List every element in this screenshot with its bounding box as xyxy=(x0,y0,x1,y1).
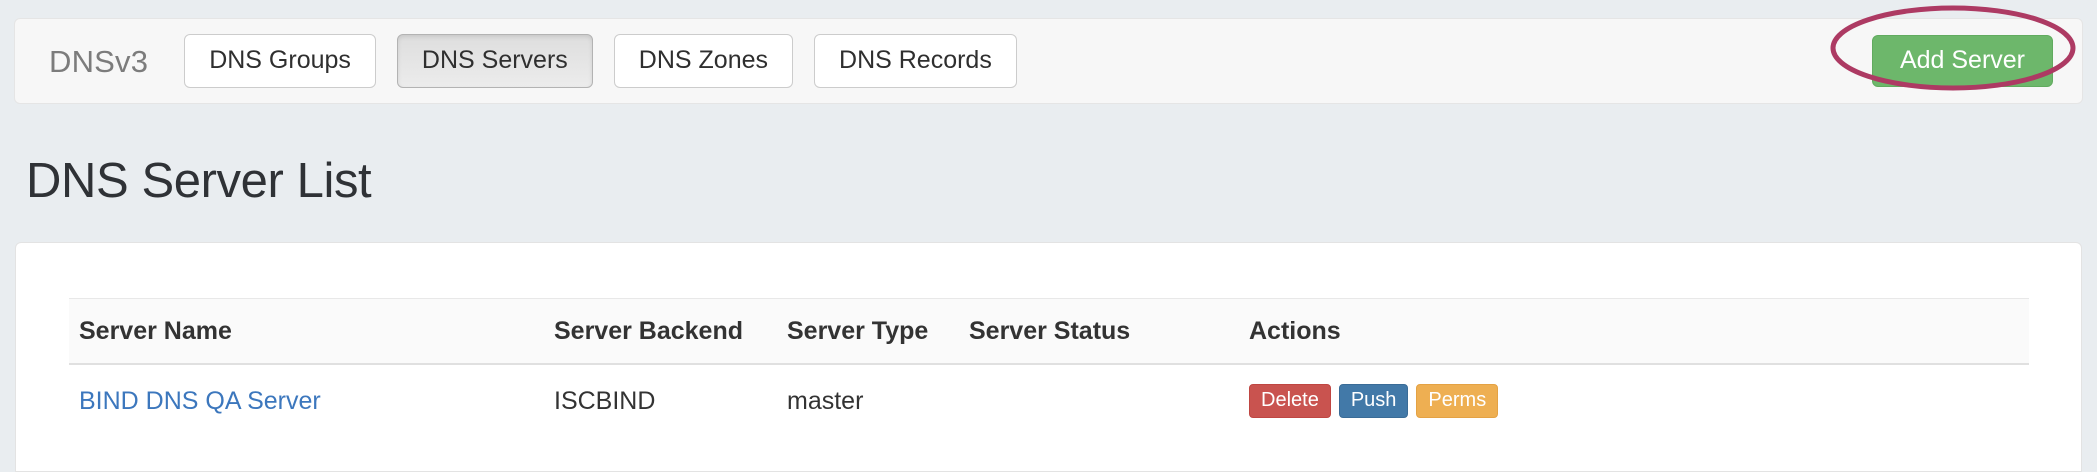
column-header-actions: Actions xyxy=(1239,298,2029,365)
table-header-row: Server Name Server Backend Server Type S… xyxy=(69,298,2029,365)
dns-server-table: Server Name Server Backend Server Type S… xyxy=(69,298,2029,437)
server-list-card: Server Name Server Backend Server Type S… xyxy=(15,242,2082,472)
top-navbar: DNSv3 DNS Groups DNS Servers DNS Zones D… xyxy=(14,18,2083,104)
cell-server-status xyxy=(959,364,1239,437)
brand-logo[interactable]: DNSv3 xyxy=(49,43,149,79)
nav-button-group: DNS Groups DNS Servers DNS Zones DNS Rec… xyxy=(184,34,1017,88)
action-button-group: Delete Push Perms xyxy=(1249,384,2029,418)
column-header-server-status[interactable]: Server Status xyxy=(959,298,1239,365)
push-button[interactable]: Push xyxy=(1338,384,1409,418)
table-row: BIND DNS QA Server ISCBIND master Delete… xyxy=(69,364,2029,437)
cell-server-backend: ISCBIND xyxy=(554,386,656,415)
delete-button[interactable]: Delete xyxy=(1249,384,1331,418)
server-name-link[interactable]: BIND DNS QA Server xyxy=(79,386,321,415)
page-title: DNS Server List xyxy=(26,153,372,208)
nav-button-dns-groups[interactable]: DNS Groups xyxy=(184,34,376,88)
cell-actions: Delete Push Perms xyxy=(1239,364,2029,437)
nav-button-dns-records[interactable]: DNS Records xyxy=(814,34,1017,88)
nav-button-dns-zones[interactable]: DNS Zones xyxy=(613,34,794,88)
cell-server-type: master xyxy=(787,386,864,415)
navbar-right-group: Add Server xyxy=(1871,35,2082,87)
add-server-button[interactable]: Add Server xyxy=(1871,35,2053,87)
nav-button-dns-servers[interactable]: DNS Servers xyxy=(396,34,593,88)
column-header-server-type[interactable]: Server Type xyxy=(777,298,959,365)
column-header-server-backend[interactable]: Server Backend xyxy=(544,298,777,365)
perms-button[interactable]: Perms xyxy=(1416,384,1499,418)
column-header-server-name[interactable]: Server Name xyxy=(69,298,544,365)
cell-server-name: BIND DNS QA Server xyxy=(69,364,544,437)
